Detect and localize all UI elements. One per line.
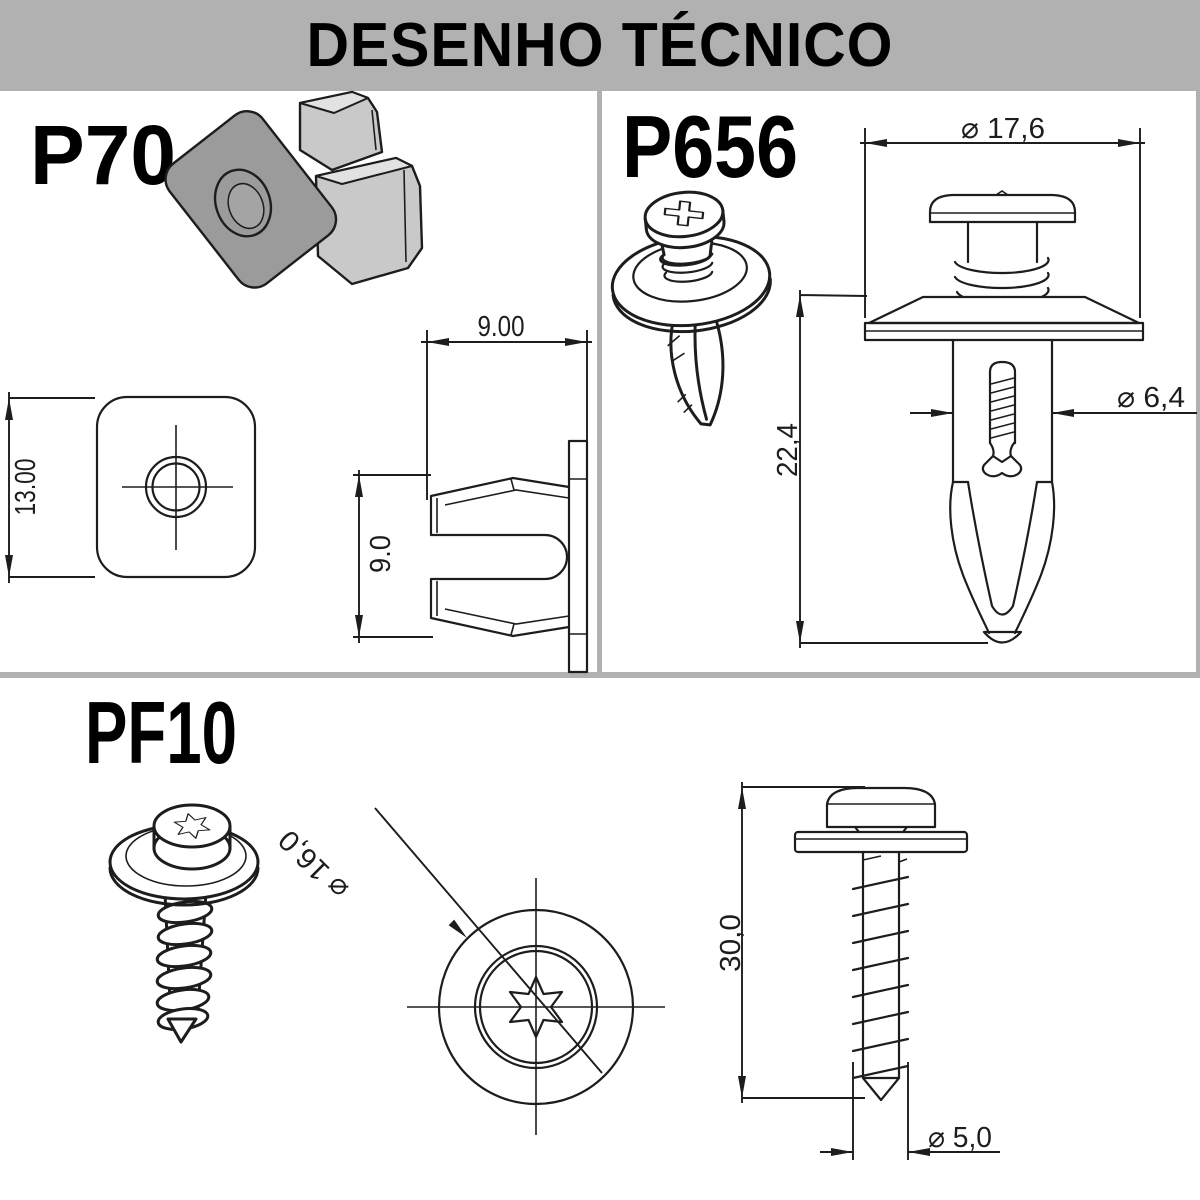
pf10-thread-diameter-value: ⌀ 5,0 xyxy=(928,1122,992,1154)
pf10-thread-diameter-dimension: ⌀ 5,0 xyxy=(820,1062,1000,1160)
p656-head-diameter-dimension: ⌀ 17,6 xyxy=(860,113,1145,318)
pf10-part-label: PF10 xyxy=(85,683,237,782)
pf10-3d-view xyxy=(108,803,260,1044)
pf10-washer-diameter-dimension: ⌀ 16,0 xyxy=(273,807,603,1074)
vertical-divider xyxy=(597,91,602,675)
pf10-top-view xyxy=(407,878,665,1135)
phillips-cross-icon xyxy=(663,200,705,227)
p70-depth-value: 9.0 xyxy=(365,535,397,573)
pf10-length-dimension: 30,0 xyxy=(715,782,865,1103)
p70-side-view xyxy=(429,439,589,674)
p656-front-view xyxy=(863,190,1145,644)
page-title: DESENHO TÉCNICO xyxy=(306,11,894,80)
p656-length-dimension: 22,4 xyxy=(772,290,988,648)
pf10-length-value: 30,0 xyxy=(715,914,747,972)
p656-head-diameter-value: ⌀ 17,6 xyxy=(961,113,1045,145)
p656-shaft-diameter-value: ⌀ 6,4 xyxy=(1117,382,1185,414)
p70-height-dimension: 13.00 xyxy=(5,392,95,583)
pf10-washer-diameter-value: ⌀ 16,0 xyxy=(273,823,355,905)
p70-3d-view xyxy=(164,90,424,289)
horizontal-divider xyxy=(0,672,1200,678)
p70-width-value: 9.00 xyxy=(478,311,525,343)
pf10-section: PF10 xyxy=(85,683,1000,1160)
p656-length-value: 22,4 xyxy=(772,423,804,477)
p656-3d-view xyxy=(610,190,772,427)
header-band: DESENHO TÉCNICO xyxy=(0,0,1200,91)
p70-part-label: P70 xyxy=(30,108,176,202)
p70-depth-dimension: 9.0 xyxy=(353,470,433,643)
p656-part-label: P656 xyxy=(622,97,798,196)
p70-width-dimension: 9.00 xyxy=(421,311,592,500)
p70-front-view xyxy=(95,395,257,579)
right-edge-strip xyxy=(1196,91,1200,675)
p656-shaft-diameter-dimension: ⌀ 6,4 xyxy=(910,382,1197,417)
p656-section: P656 xyxy=(610,97,1197,648)
pf10-side-view xyxy=(793,786,969,1102)
p70-section: P70 xyxy=(5,90,592,674)
p70-height-value: 13.00 xyxy=(10,459,42,516)
